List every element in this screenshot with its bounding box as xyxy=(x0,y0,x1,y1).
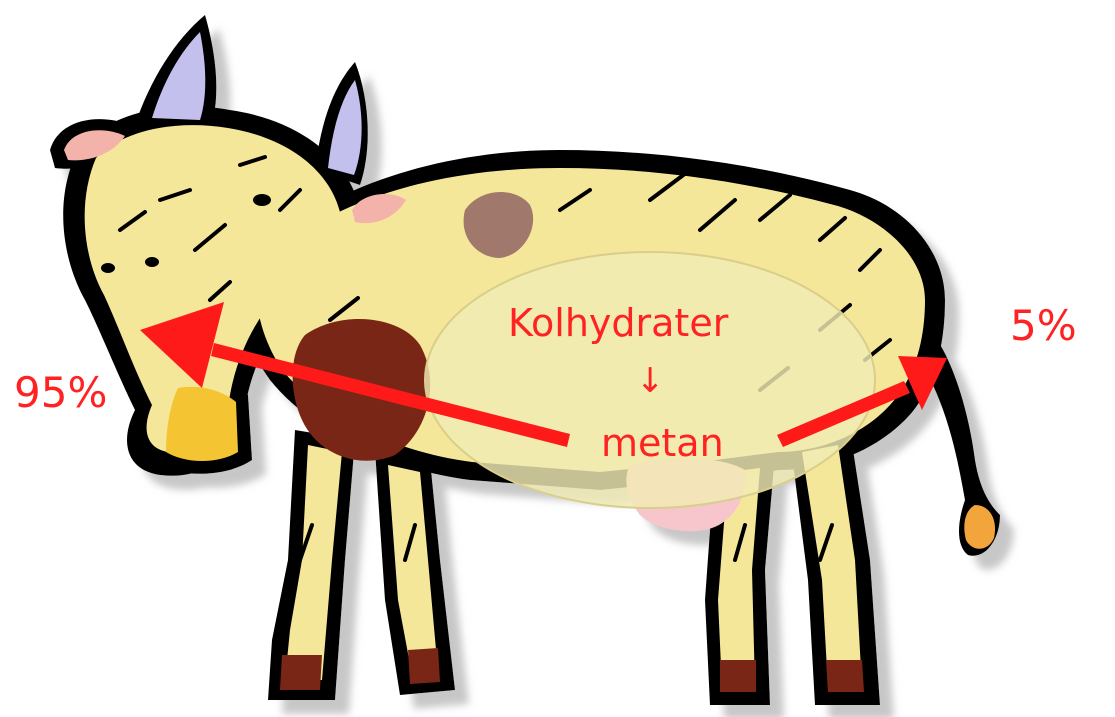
right-share-label: 5% xyxy=(1010,305,1077,347)
carbohydrates-label: Kolhydrater xyxy=(508,304,728,342)
hoof-1 xyxy=(280,655,322,690)
hoof-3 xyxy=(720,660,756,692)
left-share-label: 95% xyxy=(14,372,107,414)
methane-label: metan xyxy=(601,424,724,462)
cow-nostril-1 xyxy=(101,263,115,273)
conversion-arrow-icon: ↓ xyxy=(636,364,665,398)
cow-nostril-2 xyxy=(145,257,159,267)
hoof-4 xyxy=(826,660,864,692)
cow-eye xyxy=(253,194,271,206)
hoof-2 xyxy=(408,648,440,684)
bell-icon xyxy=(166,387,238,461)
